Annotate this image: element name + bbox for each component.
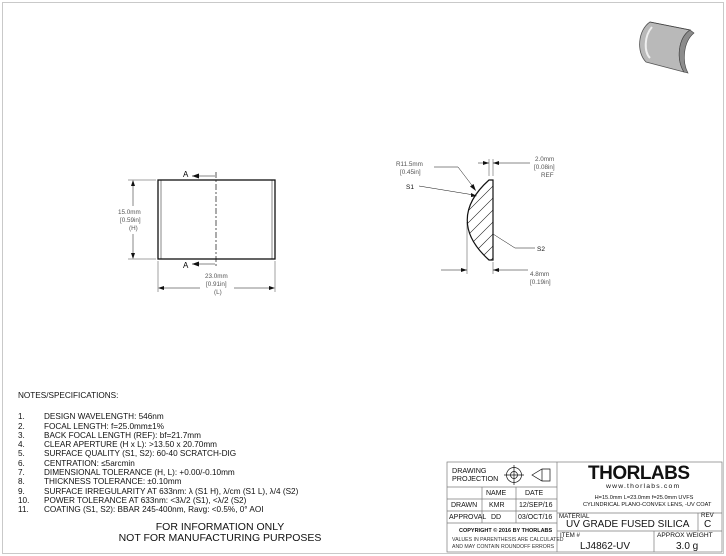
notes-specifications: NOTES/SPECIFICATIONS: 1.DESIGN WAVELENGT… <box>18 391 298 515</box>
s2-label: S2 <box>537 246 545 253</box>
thickness-ref-label: REF <box>541 172 554 179</box>
copyright: COPYRIGHT © 2016 BY THORLABS <box>459 528 553 534</box>
section-marker-bottom: A <box>183 261 189 270</box>
approval-date: 03/OCT/16 <box>518 514 553 521</box>
front-length-dim: 23.0mm <box>205 273 228 280</box>
item-label: ITEM # <box>560 532 580 539</box>
thickness-dim: 4.8mm <box>530 271 549 278</box>
note-item: 10.POWER TOLERANCE AT 633nm: <3λ/2 (S1),… <box>18 495 247 505</box>
note-item: 2.FOCAL LENGTH: f=25.0mm±1% <box>18 421 164 431</box>
front-height-dim-in: [0.59in] <box>120 217 141 224</box>
front-length-dim-in: [0.91in] <box>206 281 227 288</box>
radius-dim: R11.5mm <box>396 161 423 168</box>
section-marker-top: A <box>183 170 189 179</box>
notes-list: 1.DESIGN WAVELENGTH: 546nm 2.FOCAL LENGT… <box>18 412 298 514</box>
thorlabs-logo: THORLABS <box>588 463 690 484</box>
weight-value: 3.0 g <box>676 541 699 552</box>
note-item: 4.CLEAR APERTURE (H x L): >13.50 x 20.70… <box>18 440 217 450</box>
note-item: 1.DESIGN WAVELENGTH: 546nm <box>18 412 164 422</box>
drawing-projection-label: DRAWING PROJECTION <box>452 466 499 483</box>
title-block-grid <box>446 461 723 553</box>
note-item: 9.SURFACE IRREGULARITY AT 633nm: λ (S1 H… <box>18 486 299 496</box>
front-height-dim: 15.0mm <box>118 209 141 216</box>
front-height-dim-sym: (H) <box>129 225 138 232</box>
rev-value: C <box>704 519 712 530</box>
drawn-label: DRAWN <box>451 502 478 509</box>
note-item: 11.COATING (S1, S2): BBAR 245-400nm, Rav… <box>18 505 264 515</box>
description: H=15.0mm L=23.0mm f=25.0mm UVFS CYLINDRI… <box>583 495 712 508</box>
note-item: 6.CENTRATION: ≤5arcmin <box>18 458 135 468</box>
approval-label: APPROVAL <box>449 514 487 521</box>
website: www.thorlabs.com <box>606 483 681 490</box>
material: UV GRADE FUSED SILICA <box>566 519 690 530</box>
weight-label: APPROX WEIGHT <box>657 532 713 539</box>
footer-line-1: FOR INFORMATION ONLY <box>155 521 285 533</box>
note-item: 3.BACK FOCAL LENGTH (REF): bf=21.7mm <box>18 430 201 440</box>
note-item: 5.SURFACE QUALITY (S1, S2): 60-40 SCRATC… <box>18 449 237 459</box>
date-header: DATE <box>525 490 544 497</box>
s1-label: S1 <box>406 184 414 191</box>
front-length-dim-sym: (L) <box>214 289 222 296</box>
thickness-ref-dim: 2.0mm <box>535 156 554 163</box>
thickness-ref-dim-in: [0.08in] <box>534 164 555 171</box>
name-header: NAME <box>486 490 507 497</box>
rev-label: REV <box>701 512 714 519</box>
note-item: 7.DIMENSIONAL TOLERANCE (H, L): +0.00/-0… <box>18 468 235 478</box>
section-view <box>418 159 535 274</box>
footer-line-2: NOT FOR MANUFACTURING PURPOSES <box>118 532 322 544</box>
information-disclaimer: FOR INFORMATION ONLY NOT FOR MANUFACTURI… <box>100 522 340 544</box>
item-number: LJ4862-UV <box>580 541 631 552</box>
drawn-name: KMR <box>489 502 505 509</box>
front-view <box>128 172 276 292</box>
projection-symbol-icon <box>504 465 551 485</box>
drawn-date: 12/SEP/16 <box>519 502 553 509</box>
approval-name: DD <box>491 514 502 521</box>
disclaimer: VALUES IN PARENTHESIS ARE CALCULATED AND… <box>452 537 564 550</box>
radius-dim-in: [0.45in] <box>400 169 421 176</box>
notes-heading: NOTES/SPECIFICATIONS: <box>18 391 119 400</box>
lens-isometric-image <box>639 21 695 74</box>
material-label: MATERIAL <box>559 513 590 520</box>
thickness-dim-in: [0.19in] <box>530 279 551 286</box>
note-item: 8.THICKNESS TOLERANCE: ±0.10mm <box>18 477 182 487</box>
